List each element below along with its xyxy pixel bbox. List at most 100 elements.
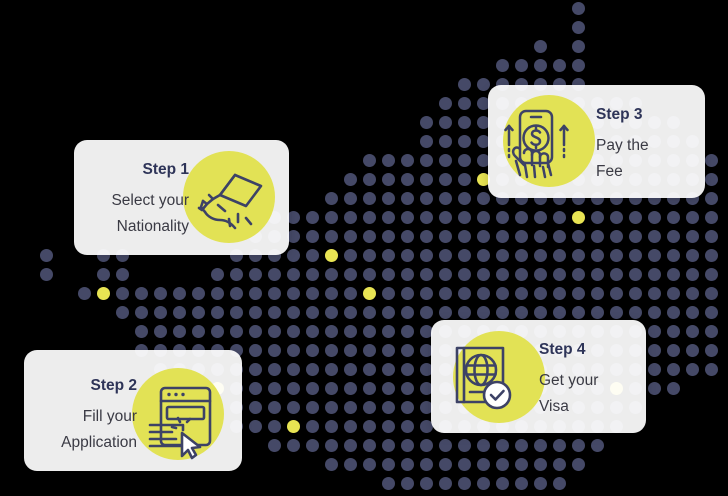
map-dot [344,192,357,205]
map-dot [420,135,433,148]
map-dot [382,401,395,414]
map-dot-highlight [97,287,110,300]
map-dot [287,439,300,452]
map-dot [705,287,718,300]
map-dot [420,458,433,471]
map-dot [477,458,490,471]
map-dot [515,268,528,281]
map-dot [420,363,433,376]
form-cursor-icon [142,378,220,460]
map-dot [686,249,699,262]
map-dot [458,477,471,490]
map-dot [249,325,262,338]
step-3-line-2: Fee [596,162,623,180]
map-dot [496,306,509,319]
map-dot [154,325,167,338]
map-dot [477,230,490,243]
step-2-text-block: Step 2 Fill your Application [32,378,137,456]
map-dot [534,287,547,300]
map-dot-highlight [287,420,300,433]
map-dot [534,230,547,243]
map-dot [325,420,338,433]
map-dot [439,211,452,224]
map-dot [553,268,566,281]
map-dot [287,382,300,395]
map-dot [648,325,661,338]
map-dot [667,230,680,243]
map-dot [553,249,566,262]
map-dot [648,287,661,300]
map-dot [306,211,319,224]
map-dot [534,458,547,471]
map-dot [458,78,471,91]
map-dot [344,458,357,471]
hand-holding-flag-icon [194,162,272,240]
map-dot [40,268,53,281]
map-dot [116,306,129,319]
map-dot [629,211,642,224]
map-dot [477,154,490,167]
map-dot [306,382,319,395]
map-dot [363,344,376,357]
map-dot [515,230,528,243]
map-dot [363,439,376,452]
map-dot [572,2,585,15]
step-2-card[interactable]: Step 2 Fill your Application [24,350,242,471]
map-dot [287,325,300,338]
map-dot [686,363,699,376]
map-dot [458,458,471,471]
map-dot [192,325,205,338]
map-dot [325,268,338,281]
map-dot [458,268,471,281]
map-dot [401,306,414,319]
map-dot [553,306,566,319]
step-1-accent-blob [183,151,275,243]
map-dot [686,230,699,243]
map-dot [382,382,395,395]
map-dot [705,154,718,167]
map-dot [439,154,452,167]
map-dot [382,230,395,243]
step-1-line-1: Select your [111,191,189,209]
map-dot [401,325,414,338]
map-dot [572,458,585,471]
map-dot [306,230,319,243]
map-dot [439,135,452,148]
map-dot [458,173,471,186]
map-dot [553,230,566,243]
map-dot [515,458,528,471]
map-dot [458,154,471,167]
map-dot [325,230,338,243]
map-dot [249,287,262,300]
map-dot [287,230,300,243]
map-dot [648,306,661,319]
map-dot [439,230,452,243]
map-dot [667,211,680,224]
map-dot [287,363,300,376]
map-dot [401,477,414,490]
map-dot [287,401,300,414]
map-dot [116,268,129,281]
map-dot [268,268,281,281]
map-dot [211,325,224,338]
map-dot [287,344,300,357]
step-4-card[interactable]: Step 4 Get your Visa [431,320,646,433]
map-dot [420,382,433,395]
step-2-line-1: Fill your [82,407,137,425]
map-dot [439,116,452,129]
map-dot [420,211,433,224]
map-dot [325,287,338,300]
map-dot [306,439,319,452]
map-dot [439,97,452,110]
map-dot [306,344,319,357]
map-dot [496,439,509,452]
map-dot [439,439,452,452]
map-dot [325,344,338,357]
map-dot [249,268,262,281]
map-dot [705,173,718,186]
map-dot [477,306,490,319]
map-dot [268,287,281,300]
step-1-card[interactable]: Step 1 Select your Nationality [74,140,289,255]
step-3-card[interactable]: Step 3 Pay the Fee [488,85,705,198]
map-dot [325,382,338,395]
